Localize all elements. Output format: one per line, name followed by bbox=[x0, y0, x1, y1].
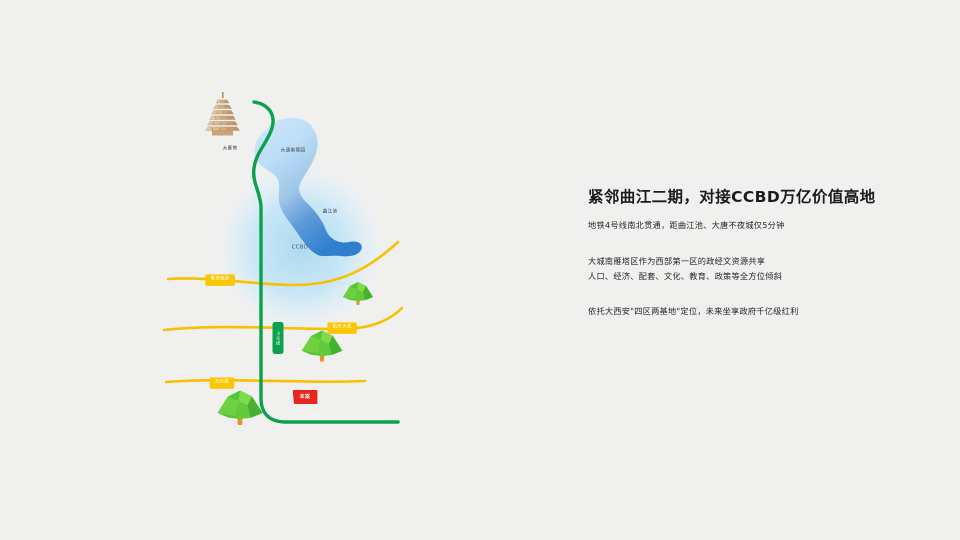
site-marker-label: 本案 bbox=[292, 390, 318, 404]
page-title: 紧邻曲江二期，对接CCBD万亿价值高地 bbox=[588, 188, 876, 206]
tree-middle bbox=[301, 330, 343, 362]
metro-station-label: 4号线 bbox=[276, 330, 282, 346]
copy-block-3: 依托大西安"四区两基地"定位，未来坐享政府千亿级红利 bbox=[588, 304, 928, 319]
metro-line-path bbox=[251, 100, 400, 424]
pagoda-icon bbox=[205, 92, 240, 136]
copy-block-2: 大城南雁塔区作为西部第一区的政经文资源共享 人口、经济、配套、文化、教育、政策等… bbox=[588, 254, 928, 284]
pagoda-label: 大雁塔 bbox=[222, 146, 238, 152]
copy-line: 大城南雁塔区作为西部第一区的政经文资源共享 bbox=[588, 255, 766, 266]
copy-line: 地铁4号线南北贯通，距曲江池、大唐不夜城仅5分钟 bbox=[588, 220, 785, 231]
road-badge-middle: 航天大道 bbox=[327, 322, 357, 334]
copy-panel: 紧邻曲江二期，对接CCBD万亿价值高地 地铁4号线南北贯通，距曲江池、大唐不夜城… bbox=[588, 188, 928, 319]
water-body bbox=[254, 117, 362, 257]
road-south bbox=[164, 378, 367, 384]
tree-upper bbox=[343, 282, 373, 305]
qujiang-pool-label: 曲江池 bbox=[322, 209, 338, 215]
road-middle bbox=[162, 306, 404, 332]
location-map: 大雁塔 大唐芙蓉园 曲江池 CCBD 雁塔南路 航天大道 东仪路 4号线 本案 bbox=[150, 80, 450, 460]
tree-lower bbox=[217, 390, 263, 425]
road-badge-south: 东仪路 bbox=[209, 377, 235, 389]
map-graphics bbox=[162, 92, 404, 425]
copy-line: 人口、经济、配套、文化、教育、政策等全方位倾斜 bbox=[588, 270, 783, 281]
metro-line-4 bbox=[251, 100, 400, 424]
road-badge-north: 雁塔南路 bbox=[205, 274, 235, 286]
ccbd-label: CCBD bbox=[291, 244, 309, 251]
road-north bbox=[166, 240, 400, 287]
tang-paradise-label: 大唐芙蓉园 bbox=[280, 148, 306, 154]
site-marker: 本案 bbox=[292, 390, 318, 404]
road-network bbox=[162, 240, 404, 384]
ccbd-zone-glow bbox=[216, 164, 384, 332]
metro-station-badge: 4号线 bbox=[272, 322, 284, 354]
copy-line: 依托大西安"四区两基地"定位，未来坐享政府千亿级红利 bbox=[588, 305, 799, 316]
copy-block-1: 地铁4号线南北贯通，距曲江池、大唐不夜城仅5分钟 bbox=[588, 218, 928, 233]
